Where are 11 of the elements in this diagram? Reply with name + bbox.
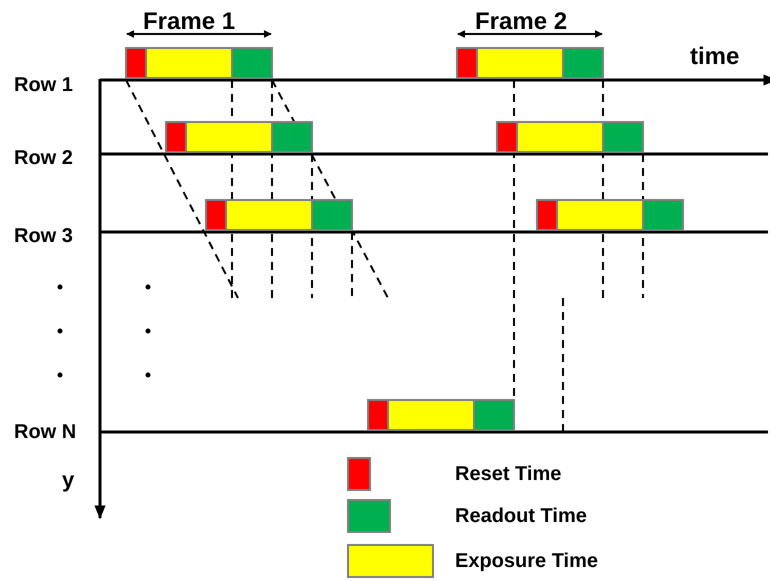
legend-label: Reset Time — [455, 463, 562, 485]
row-label: Row N — [14, 420, 76, 444]
legend-label: Readout Time — [455, 505, 587, 527]
frame-label: Frame 2 — [475, 8, 568, 36]
frame-label: Frame 1 — [143, 8, 236, 36]
row-label: Row 1 — [14, 73, 73, 97]
row-label: Row 2 — [14, 146, 73, 170]
axis-label: time — [690, 43, 740, 71]
axis-label: y — [62, 467, 74, 493]
legend-label: Exposure Time — [455, 550, 598, 572]
row-label: Row 3 — [14, 224, 73, 248]
